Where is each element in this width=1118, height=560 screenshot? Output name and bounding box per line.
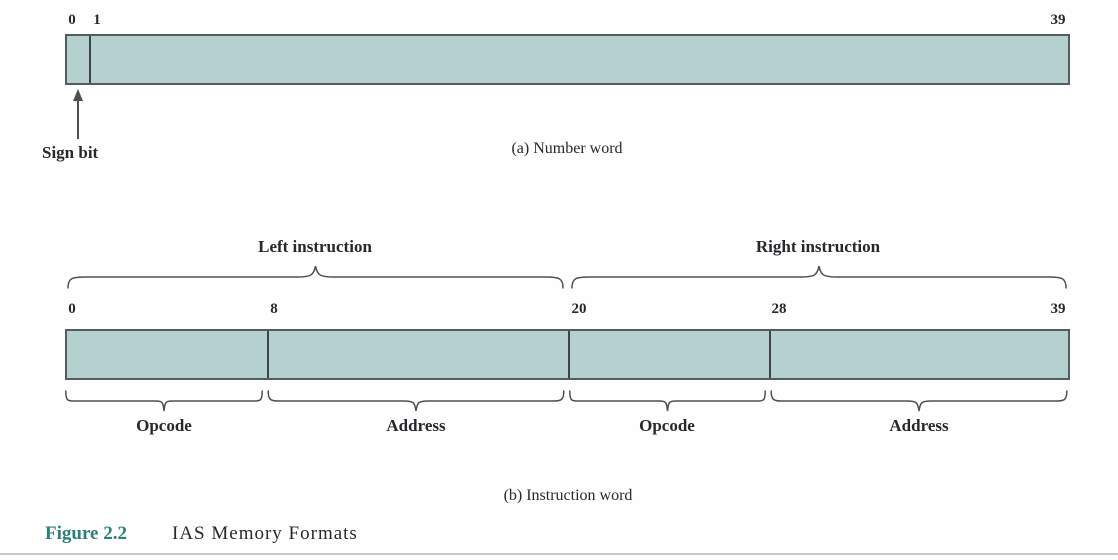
address-left-underbrace-icon [267,389,565,413]
field-divider-bit20 [568,331,570,378]
opcode-left-underbrace-icon [65,389,263,413]
address-left-label: Address [386,416,446,435]
sign-bit-divider [89,36,91,83]
address-right-label: Address [889,416,949,435]
right-instruction-label: Right instruction [755,237,881,256]
number-word-tick-39: 39 [1050,12,1066,28]
number-word-caption: (a) Number word [511,140,623,157]
instruction-word-tick-20: 20 [571,301,587,317]
opcode-right-label: Opcode [639,416,695,435]
bottom-rule-divider [0,553,1118,555]
up-arrow-icon [73,89,83,139]
opcode-right-underbrace-icon [569,389,766,413]
left-instruction-overbrace-icon [66,264,565,290]
field-divider-bit8 [267,331,269,378]
instruction-word-tick-8: 8 [270,301,278,317]
instruction-word-tick-0: 0 [68,301,76,317]
figure-number-label: Figure 2.2 [45,523,127,544]
number-word-bar [65,34,1070,85]
right-instruction-overbrace-icon [570,264,1068,290]
figure-title: IAS Memory Formats [172,523,358,544]
opcode-left-label: Opcode [136,416,192,435]
left-instruction-label: Left instruction [258,237,372,256]
number-word-tick-1: 1 [93,12,101,28]
instruction-word-bar [65,329,1070,380]
number-word-tick-0: 0 [68,12,76,28]
sign-bit-label: Sign bit [42,143,99,162]
instruction-word-caption: (b) Instruction word [503,487,633,504]
instruction-word-tick-28: 28 [771,301,787,317]
instruction-word-tick-39: 39 [1050,301,1066,317]
address-right-underbrace-icon [770,389,1068,413]
field-divider-bit28 [769,331,771,378]
